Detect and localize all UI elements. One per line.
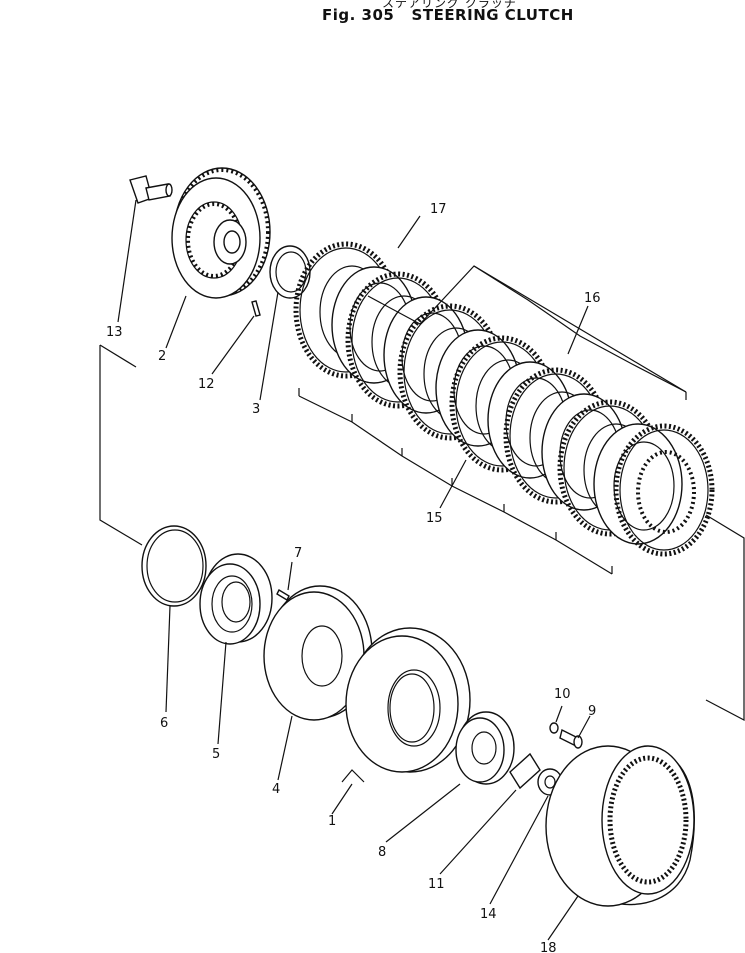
leader-lines — [117, 199, 591, 941]
callout-8: 8 — [378, 845, 386, 860]
callout-11: 11 — [428, 877, 445, 892]
callout-18: 18 — [540, 941, 557, 953]
japanese-subtitle: ステアリング クラッチ — [382, 0, 517, 10]
part-5-bearing — [199, 553, 273, 645]
figure-title: Fig. 305 STEERING CLUTCH — [322, 6, 574, 24]
part-6-ring — [141, 525, 207, 607]
part-10-washer — [549, 722, 559, 734]
part-7-pin — [276, 589, 290, 601]
part-12-pin — [251, 300, 261, 317]
figure-number: Fig. 305 — [322, 6, 395, 24]
part-2-hub — [171, 167, 271, 299]
callout-labels: 1 2 3 4 5 6 7 8 9 10 11 12 13 14 15 16 1… — [106, 202, 601, 953]
callout-10: 10 — [554, 687, 571, 702]
callout-12: 12 — [198, 377, 215, 392]
part-9-bolt — [559, 728, 583, 749]
callout-6: 6 — [160, 716, 168, 731]
part-13-bolt — [129, 175, 173, 204]
callout-3: 3 — [252, 402, 260, 417]
callout-17: 17 — [430, 202, 447, 217]
part-4-disc — [263, 585, 373, 721]
callout-14: 14 — [480, 907, 497, 922]
plate — [613, 423, 715, 557]
part-11-plate — [509, 752, 541, 790]
clutch-plate-pack — [293, 241, 715, 557]
part-1-piston — [345, 627, 471, 773]
callout-7: 7 — [294, 546, 302, 561]
callout-1: 1 — [328, 814, 336, 829]
callout-4: 4 — [272, 782, 280, 797]
callout-2: 2 — [158, 349, 166, 364]
part-18-drum — [545, 745, 696, 907]
callout-5: 5 — [212, 747, 220, 762]
callout-15: 15 — [426, 511, 443, 526]
callout-9: 9 — [588, 704, 596, 719]
figure-name: STEERING CLUTCH — [411, 6, 574, 24]
bracket-lines — [99, 265, 745, 721]
callout-13: 13 — [106, 325, 123, 340]
callout-16: 16 — [584, 291, 601, 306]
part-8-hub — [455, 711, 515, 785]
